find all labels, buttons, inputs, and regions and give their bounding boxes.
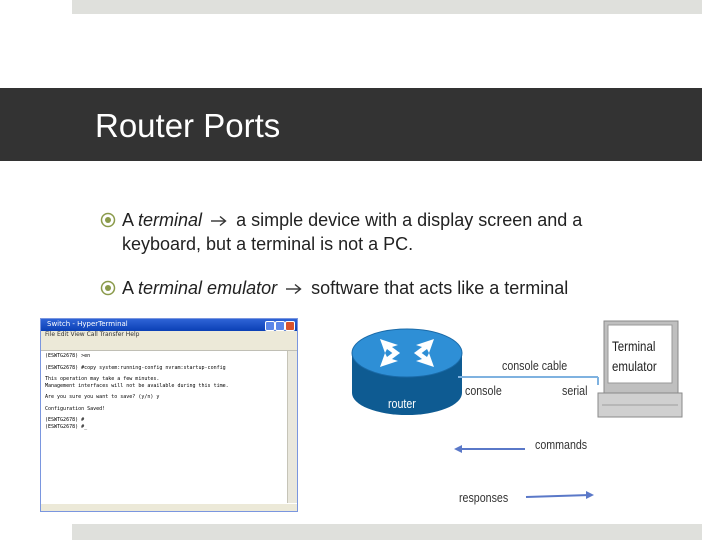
terminal-titlebar: Switch - HyperTerminal <box>41 319 297 331</box>
router-label: router <box>388 396 416 411</box>
bullet-prefix: A <box>122 210 134 230</box>
router-icon <box>351 328 463 415</box>
terminal-screen-label-line1: Terminal <box>612 338 656 354</box>
terminal-line: Configuration Saved! <box>45 405 106 412</box>
bullet-prefix: A <box>122 278 134 298</box>
bullet-definition: software that acts like a terminal <box>311 278 569 298</box>
arrow-right-icon <box>286 284 302 295</box>
slide-title: Router Ports <box>95 107 281 144</box>
responses-label: responses <box>459 490 509 505</box>
minimize-icon <box>265 321 275 331</box>
bullet-term: terminal <box>138 210 203 230</box>
terminal-window-screenshot: Switch - HyperTerminal File Edit View Ca… <box>40 318 298 512</box>
circle-bullet-icon <box>100 212 116 228</box>
bullet-definition: a simple device with a display screen an… <box>236 210 583 230</box>
terminal-line: Management interfaces will not be availa… <box>45 382 229 389</box>
console-cable <box>458 376 599 385</box>
terminal-line: (ESWTG2678) >en <box>45 353 91 359</box>
terminal-line: This operation may take a few minutes. <box>45 376 160 382</box>
title-bar <box>0 88 702 161</box>
terminal-output: (ESWTG2678) >en (ESWTG2678) #copy system… <box>45 353 285 503</box>
maximize-icon <box>275 321 285 331</box>
router-connection-diagram <box>351 320 683 499</box>
terminal-statusbar <box>41 504 297 511</box>
terminal-menu-text: File Edit View Call Transfer Help <box>45 331 140 338</box>
responses-arrow <box>525 491 594 499</box>
bullet-continuation: keyboard, but a terminal is not a PC. <box>122 234 414 254</box>
terminal-screen-label-line2: emulator <box>612 358 657 374</box>
arrow-right-icon <box>211 216 227 227</box>
computer-icon <box>597 320 683 418</box>
console-port-label: console <box>465 383 502 398</box>
terminal-line: (ESWTG2678) # <box>45 417 85 423</box>
close-icon <box>285 321 295 331</box>
commands-label: commands <box>535 437 588 452</box>
bullet-text: A terminal a simple device with a displa… <box>122 208 682 256</box>
serial-port-label: serial <box>562 383 588 398</box>
terminal-title: Switch - HyperTerminal <box>47 320 128 328</box>
console-cable-label: console cable <box>502 358 568 373</box>
top-accent-bar <box>72 0 702 14</box>
bottom-accent-bar <box>72 524 702 540</box>
commands-arrow <box>454 445 525 453</box>
terminal-line: Are you sure you want to save? (y/n) y <box>45 394 160 400</box>
terminal-scrollbar <box>287 351 297 503</box>
bullet-text: A terminal emulator software that acts l… <box>122 276 682 300</box>
terminal-toolbar <box>41 341 297 351</box>
bullet-term: terminal emulator <box>138 278 278 298</box>
terminal-line: (ESWTG2678) #copy system:running-config … <box>45 364 226 371</box>
terminal-line: (ESWTG2678) #_ <box>45 423 88 430</box>
circle-bullet-icon <box>100 280 116 296</box>
terminal-menubar: File Edit View Call Transfer Help <box>41 331 297 341</box>
